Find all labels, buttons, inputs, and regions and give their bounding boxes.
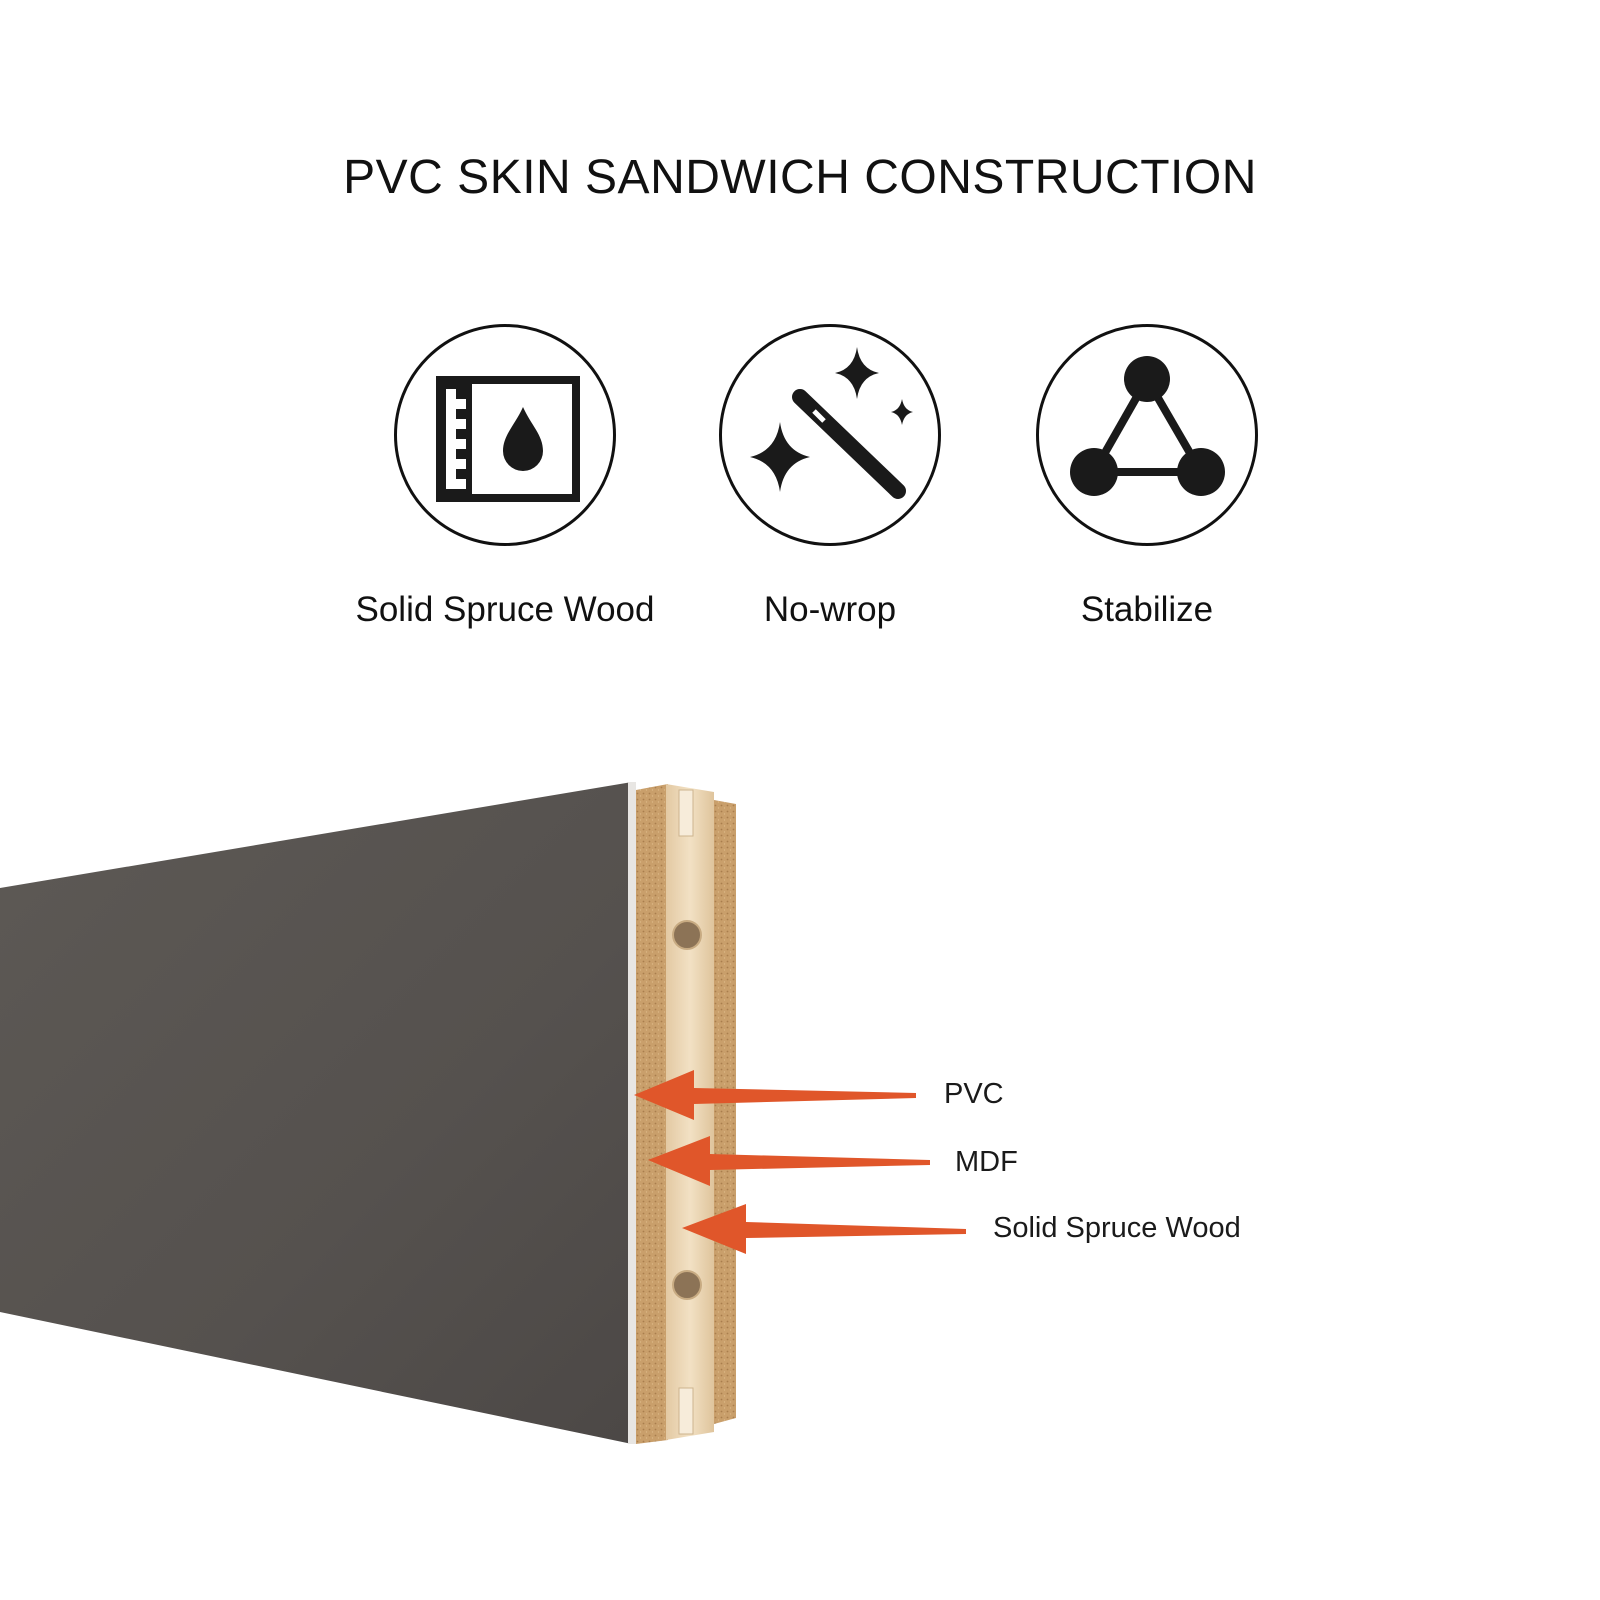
groove-top <box>678 789 694 837</box>
feature-icon-circle <box>1036 324 1258 546</box>
groove-bottom <box>678 1387 694 1435</box>
page-title: PVC SKIN SANDWICH CONSTRUCTION <box>343 151 1257 204</box>
feature-no-wrop: No-wrop <box>650 324 1010 630</box>
feature-icon-circle <box>394 324 616 546</box>
callout-label-mdf: MDF <box>955 1146 1018 1178</box>
dowel-hole-bottom <box>672 1270 702 1300</box>
callout-label-spruce: Solid Spruce Wood <box>993 1212 1241 1244</box>
feature-label: No-wrop <box>763 590 897 629</box>
feature-label: Stabilize <box>1080 590 1214 629</box>
mdf-layer-left <box>636 784 668 1444</box>
arrow-mdf <box>648 1136 930 1186</box>
feature-stabilize: Stabilize <box>967 324 1327 630</box>
feature-label: Solid Spruce Wood <box>355 590 655 629</box>
panel-face-pvc <box>0 782 632 1444</box>
arrow-spruce <box>682 1204 966 1254</box>
arrow-pvc <box>634 1070 916 1120</box>
triangle-network-icon <box>1070 356 1225 496</box>
magic-wand-icon <box>750 347 913 499</box>
mdf-layer-right <box>714 800 736 1424</box>
moisture-proof-icon <box>436 376 580 502</box>
feature-icon-circle <box>719 324 941 546</box>
dowel-hole-top <box>672 920 702 950</box>
callout-label-pvc: PVC <box>944 1078 1004 1110</box>
feature-solid-spruce-wood: Solid Spruce Wood <box>325 324 685 630</box>
pvc-edge <box>628 782 636 1444</box>
